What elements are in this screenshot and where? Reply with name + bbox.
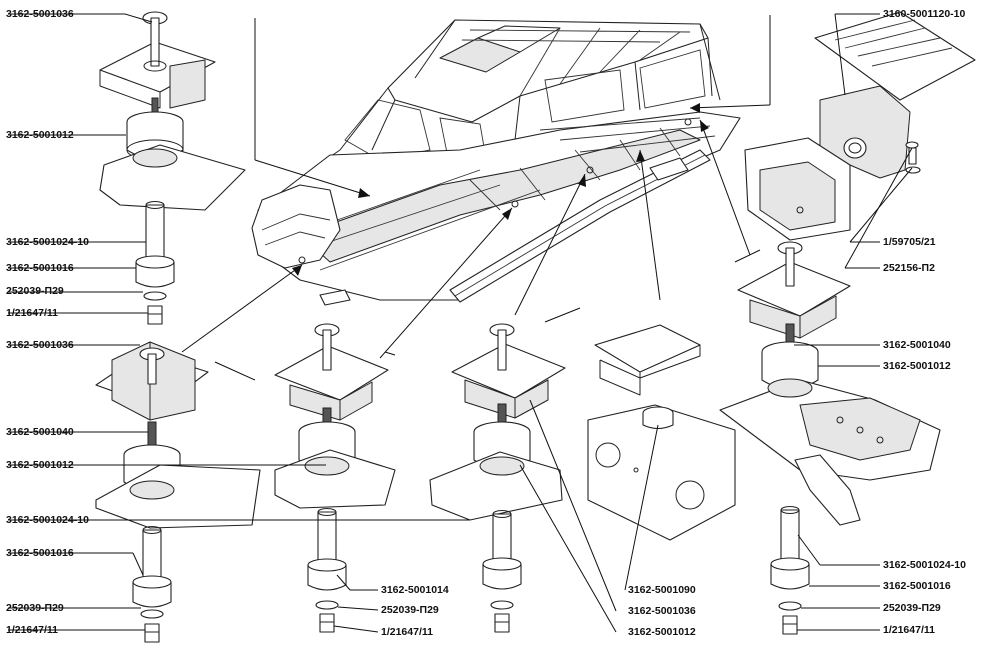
label-tl-sleeve: 3162-5001024-10: [6, 236, 89, 248]
leader-lines: [8, 13, 913, 633]
label-br-bushing: 3162-5001016: [883, 580, 951, 592]
label-bc-bushing: 3162-5001014: [381, 584, 449, 596]
label-tr-bolt: 1/59705/21: [883, 236, 936, 248]
label-ml-bolt2: 3162-5001040: [6, 426, 74, 438]
top-right-bracket-assembly: [744, 11, 976, 241]
label-bc-cap: 3162-5001090: [628, 584, 696, 596]
label-tl-washer: 252039-П29: [6, 285, 64, 297]
label-tl-nut: 1/21647/11: [6, 307, 58, 319]
label-bc-washer: 252039-П29: [381, 604, 439, 616]
middle-left-mount-assembly: [95, 341, 261, 643]
label-ml-bolt: 3162-5001036: [6, 339, 74, 351]
center-left-mount-assembly: [274, 323, 396, 633]
label-bl-nut: 1/21647/11: [6, 624, 58, 636]
label-tr-bracket: 3160-5001120-10: [883, 8, 965, 20]
reference-arrows: [181, 15, 771, 381]
center-mount-assembly: [429, 323, 566, 633]
middle-right-mount-assembly: [719, 241, 941, 635]
label-ml-pad: 3162-5001012: [6, 459, 74, 471]
label-tl-bolt: 3162-5001036: [6, 8, 74, 20]
label-mr-bolt: 3162-5001040: [883, 339, 951, 351]
part-number-labels: 3162-5001036 3162-5001012 3162-5001024-1…: [6, 8, 966, 638]
label-tr-washer: 252156-П2: [883, 262, 935, 274]
label-bc-pad: 3162-5001012: [628, 626, 696, 638]
label-br-washer: 252039-П29: [883, 602, 941, 614]
label-bl-bushing: 3162-5001016: [6, 547, 74, 559]
label-br-sleeve: 3162-5001024-10: [883, 559, 966, 571]
top-left-mount-assembly: [99, 11, 246, 325]
label-bc-bolt: 3162-5001036: [628, 605, 696, 617]
label-bc-nut: 1/21647/11: [381, 626, 433, 638]
label-br-nut: 1/21647/11: [883, 624, 935, 636]
label-bl-washer: 252039-П29: [6, 602, 64, 614]
label-mr-pad: 3162-5001012: [883, 360, 951, 372]
center-right-frame-part: [587, 324, 736, 541]
label-tl-pad: 3162-5001012: [6, 129, 74, 141]
label-tl-bushing: 3162-5001016: [6, 262, 74, 274]
label-bl-sleeve: 3162-5001024-10: [6, 514, 89, 526]
car-body-illustration: [251, 19, 741, 306]
